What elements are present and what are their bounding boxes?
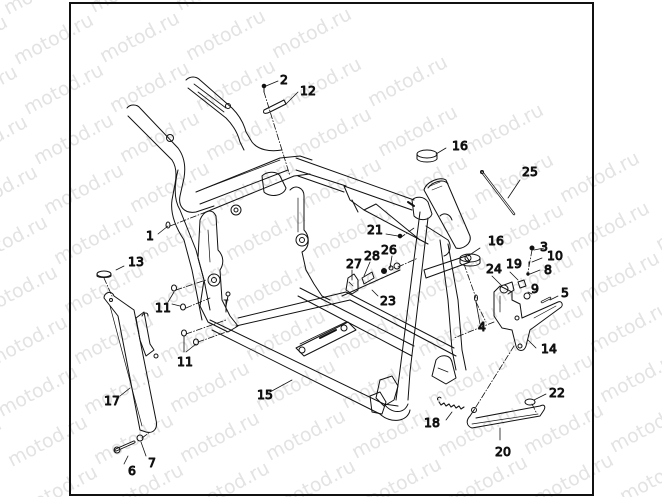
callout-20: 20 <box>495 444 511 459</box>
part-6-bolt <box>113 434 144 454</box>
callout-13: 13 <box>128 254 144 269</box>
part-13-cap <box>96 270 112 278</box>
part-2-12 <box>261 83 287 114</box>
part-11-bushings <box>171 284 199 346</box>
pivot-side-plate <box>197 186 331 333</box>
callout-11-upper: 11 <box>155 300 171 315</box>
part-22-pad <box>524 398 536 406</box>
callout-10: 10 <box>547 248 563 263</box>
part-25-rod <box>480 170 516 216</box>
callout-16-lower: 16 <box>488 233 504 248</box>
callout-16-upper: 16 <box>452 138 468 153</box>
part-4-pin <box>474 294 478 302</box>
callout-2: 2 <box>280 72 288 87</box>
callout-8: 8 <box>544 262 552 277</box>
part-1-bushing <box>165 221 171 229</box>
lower-cradle <box>209 287 457 421</box>
leader-lines <box>115 80 559 465</box>
callout-17: 17 <box>104 393 120 408</box>
callout-27: 27 <box>346 256 362 271</box>
callout-23: 23 <box>380 293 396 308</box>
part-18-spring <box>436 396 465 410</box>
callout-25: 25 <box>522 164 538 179</box>
callout-12: 12 <box>300 83 316 98</box>
steering-head <box>407 178 471 257</box>
part-20-kickstand <box>466 404 546 429</box>
rear-fender-struts <box>126 76 283 321</box>
part-14-bracket <box>493 285 563 351</box>
callout-14: 14 <box>541 341 557 356</box>
callout-22: 22 <box>549 385 565 400</box>
callout-4: 4 <box>478 319 486 334</box>
callout-11-lower: 11 <box>177 354 193 369</box>
callout-24: 24 <box>486 261 502 276</box>
callout-9: 9 <box>531 281 539 296</box>
callout-28: 28 <box>364 248 380 263</box>
callout-6: 6 <box>128 463 136 478</box>
callout-3: 3 <box>540 239 548 254</box>
top-tube <box>195 155 429 245</box>
callout-21: 21 <box>367 222 383 237</box>
callout-19: 19 <box>506 256 522 271</box>
callout-1: 1 <box>146 228 154 243</box>
assembly-lines <box>103 91 537 439</box>
callout-15: 15 <box>257 387 273 402</box>
callout-26: 26 <box>381 242 397 257</box>
callout-18: 18 <box>424 415 440 430</box>
small-hardware <box>517 245 552 304</box>
part-16-seals <box>416 149 481 267</box>
callout-7: 7 <box>148 455 156 470</box>
part-24-knob <box>499 281 515 295</box>
callout-labels: 1 2 3 4 5 6 7 8 9 10 11 11 12 13 14 15 1… <box>104 72 570 479</box>
pivot-studs <box>223 299 229 313</box>
callout-5: 5 <box>561 285 569 300</box>
side-cover-17 <box>103 291 159 433</box>
